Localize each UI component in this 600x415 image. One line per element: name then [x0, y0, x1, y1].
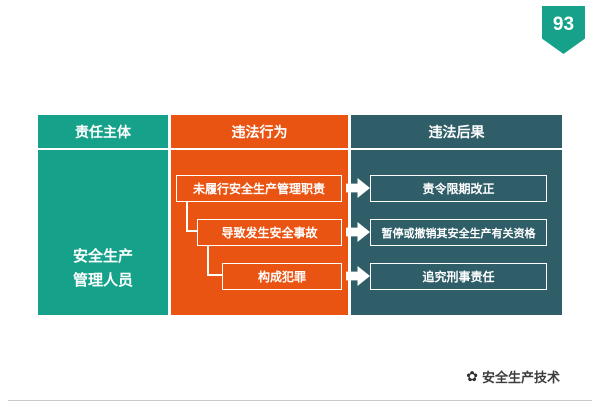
liability-diagram: 责任主体 违法行为 违法后果 安全生产 管理人员 未履行安全生产管理职责 导致发… [38, 115, 562, 315]
header-illegal-consequence: 违法后果 [351, 115, 562, 148]
footer-divider [8, 400, 592, 401]
connector-elbow-2 [207, 246, 222, 276]
page-number-badge: 93 [542, 6, 585, 54]
behavior-box-1: 未履行安全生产管理职责 [176, 175, 342, 202]
consequence-box-1: 责令限期改正 [370, 175, 547, 202]
consequence-column: 责令限期改正 暂停或撤销其安全生产有关资格 追究刑事责任 [351, 150, 562, 315]
footer-brand: ✿ 安全生产技术 [466, 367, 560, 386]
consequence-box-3: 追究刑事责任 [370, 263, 547, 290]
behavior-column: 未履行安全生产管理职责 导致发生安全事故 构成犯罪 [171, 150, 348, 315]
flower-icon: ✿ [466, 368, 478, 384]
header-illegal-behavior: 违法行为 [171, 115, 348, 148]
behavior-box-2: 导致发生安全事故 [197, 219, 342, 246]
behavior-box-3: 构成犯罪 [222, 263, 342, 290]
header-responsibility-subject: 责任主体 [38, 115, 168, 148]
connector-elbow-1 [186, 202, 197, 232]
page-number: 93 [552, 14, 575, 35]
consequence-box-2: 暂停或撤销其安全生产有关资格 [370, 219, 547, 246]
subject-line1: 安全生产 [72, 248, 133, 265]
subject-line2: 管理人员 [72, 272, 133, 289]
subject-cell: 安全生产 管理人员 [38, 150, 168, 315]
brand-text: 安全生产技术 [481, 370, 560, 385]
